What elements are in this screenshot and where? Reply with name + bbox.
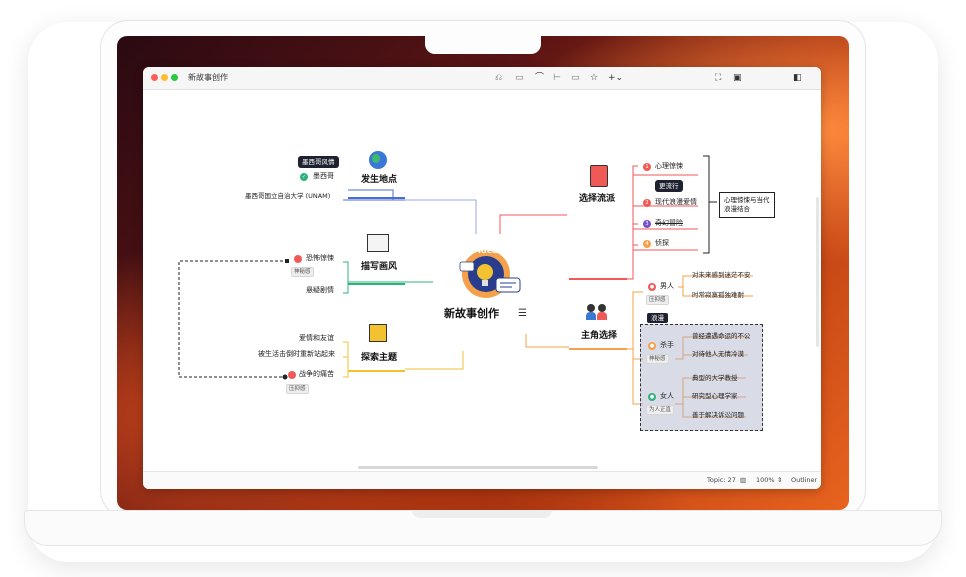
protag-killer[interactable]: 杀手 — [660, 341, 674, 349]
topic-genre[interactable]: 选择流派 — [579, 194, 616, 204]
genre-child-thriller[interactable]: 心理惊悚 — [655, 162, 683, 170]
zoom-stepper-icon[interactable]: ⇕ — [777, 476, 783, 484]
protag-man-c2[interactable]: 时常寂寞孤独难耐 — [692, 291, 744, 299]
comment-icon[interactable]: ▭ — [571, 73, 580, 83]
protag-woman-c2[interactable]: 研究型心理学家 — [692, 392, 738, 400]
priority-4-icon: 4 — [643, 240, 651, 248]
lightbulb-idea-icon — [459, 250, 521, 298]
genre-child-romance[interactable]: 现代浪漫爱情 — [655, 198, 697, 206]
close-window-button[interactable] — [151, 74, 158, 81]
central-topic-title[interactable]: 新故事创作 — [444, 307, 499, 320]
topic-setting[interactable]: 发生地点 — [361, 175, 398, 185]
vertical-scrollbar[interactable] — [816, 197, 819, 347]
minimize-window-button[interactable] — [161, 74, 168, 81]
genre-child-detective[interactable]: 侦探 — [655, 239, 669, 247]
protag-killer-tag: 神秘感 — [646, 354, 669, 364]
person-icon-killer: ● — [648, 342, 656, 350]
genre-child-fantasy[interactable]: 奇幻冒险 — [655, 219, 683, 227]
drawing-board-icon — [367, 234, 389, 252]
note-icon[interactable]: ⊢ — [553, 73, 561, 83]
protag-man-tag: 压抑感 — [646, 295, 669, 305]
priority-2-icon: 2 — [643, 199, 651, 207]
setting-callout[interactable]: 墨西哥风情 — [298, 156, 339, 168]
fullscreen-icon[interactable]: ⛶ — [715, 73, 722, 83]
panel-icon[interactable]: ◧ — [793, 73, 802, 83]
link-icon[interactable]: ⌒ — [535, 73, 545, 83]
notebook-icon — [590, 165, 608, 187]
boundary-label[interactable]: 浪漫 — [647, 313, 668, 323]
redo-icon[interactable]: ▭ — [515, 73, 524, 83]
style-child-horror[interactable]: 恐怖惊悚 — [306, 254, 334, 262]
mind-map-canvas[interactable]: Idea 新故事创作 ☰ 发生地点 墨西哥风情 ✓ 墨西哥 墨西哥国立自治大学 … — [143, 89, 821, 471]
globe-land — [372, 154, 380, 163]
person-icon-man: ● — [648, 283, 656, 291]
protag-woman-tag: 为人正直 — [646, 405, 675, 415]
topic-protagonist[interactable]: 主角选择 — [581, 331, 618, 341]
add-icon[interactable]: +⌄ — [608, 73, 624, 83]
priority-red-icon-2 — [288, 371, 296, 379]
laptop-base-dip — [412, 510, 552, 518]
priority-3-icon: 3 — [643, 220, 651, 228]
summary-line-2: 浪漫结合 — [724, 205, 750, 213]
priority-1-icon: 1 — [643, 163, 651, 171]
central-badge: Idea — [478, 246, 498, 255]
protag-man[interactable]: 男人 — [660, 282, 674, 290]
person-icon-woman: ● — [648, 393, 656, 401]
genre-callout[interactable]: 更流行 — [655, 180, 683, 192]
app-window: 新故事创作 ⎌ ▭ ⌒ ⊢ ▭ ☆ +⌄ ⛶ ▣ ◧ — [143, 67, 821, 489]
protag-killer-c2[interactable]: 对待他人无情冷漠 — [692, 350, 744, 358]
book-icon[interactable]: ▥ — [740, 476, 747, 484]
outliner-button[interactable]: Outliner — [791, 476, 818, 484]
protag-man-c1[interactable]: 对未来感到迷茫不安 — [692, 271, 751, 279]
theme-child-love[interactable]: 爱情和友谊 — [299, 334, 334, 342]
title-bar: 新故事创作 ⎌ ▭ ⌒ ⊢ ▭ ☆ +⌄ ⛶ ▣ ◧ — [143, 67, 821, 90]
zoom-window-button[interactable] — [171, 74, 178, 81]
setting-child-mexico[interactable]: 墨西哥 — [313, 172, 334, 180]
window-title: 新故事创作 — [188, 73, 228, 82]
sticky-note-icon — [369, 324, 387, 342]
outline-menu-icon[interactable]: ☰ — [518, 308, 527, 319]
check-icon: ✓ — [300, 173, 308, 181]
camera-notch — [425, 36, 541, 54]
protag-woman-c3[interactable]: 善于解决诉讼问题 — [692, 411, 744, 419]
protag-woman-c1[interactable]: 典型的大学教授 — [692, 374, 738, 382]
people-icon — [586, 304, 608, 320]
setting-child-unam[interactable]: 墨西哥国立自治大学 (UNAM) — [245, 192, 331, 200]
connector-lines — [178, 155, 753, 418]
topic-theme[interactable]: 探索主题 — [361, 353, 398, 363]
theme-child-rise[interactable]: 被生活击倒时重新站起来 — [258, 350, 335, 358]
topic-style[interactable]: 描写画风 — [361, 262, 398, 272]
protag-woman[interactable]: 女人 — [660, 392, 674, 400]
theme-child-war[interactable]: 战争的痛苦 — [299, 370, 334, 378]
priority-red-icon — [294, 255, 302, 263]
style-tag-mystery: 神秘感 — [291, 267, 314, 277]
protag-killer-c1[interactable]: 曾经遭遇命运的不公 — [692, 332, 751, 340]
zoom-level[interactable]: 100% — [756, 476, 775, 484]
topic-count: Topic: 27 — [707, 476, 736, 484]
style-child-suspense[interactable]: 悬疑剧情 — [306, 286, 334, 294]
horizontal-scrollbar[interactable] — [358, 466, 598, 469]
star-icon[interactable]: ☆ — [590, 73, 599, 83]
theme-tag-oppression: 压抑感 — [286, 384, 309, 394]
undo-icon[interactable]: ⎌ — [495, 73, 503, 83]
genre-summary[interactable]: 心理惊悚与当代 浪漫结合 — [719, 192, 775, 218]
status-bar: Topic: 27 ▥ 100% ⇕ Outliner — [143, 471, 821, 489]
present-icon[interactable]: ▣ — [733, 73, 742, 83]
central-topic-illustration[interactable]: Idea — [456, 244, 522, 300]
summary-line-1: 心理惊悚与当代 — [724, 196, 770, 204]
